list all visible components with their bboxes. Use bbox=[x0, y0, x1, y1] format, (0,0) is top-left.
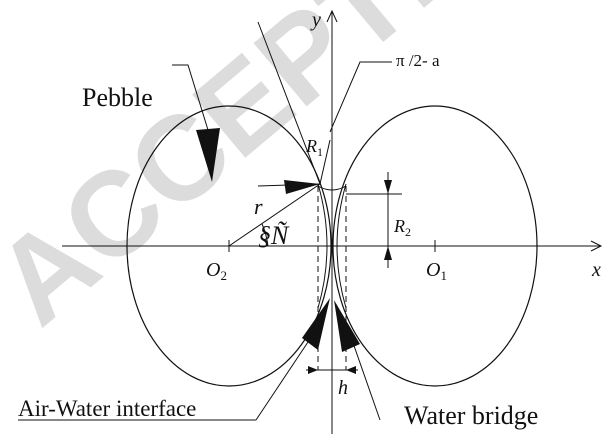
o1-label: O1 bbox=[426, 259, 447, 283]
pebbles bbox=[126, 105, 538, 387]
r1-label: R1 bbox=[305, 136, 323, 159]
angle-arc bbox=[261, 223, 269, 247]
left-pebble bbox=[126, 105, 332, 387]
y-axis-label: y bbox=[310, 9, 321, 31]
air-water-arrowhead bbox=[302, 298, 330, 350]
pointer-arrows bbox=[172, 64, 381, 421]
watermark-text: ACCEPTED MA bbox=[0, 0, 603, 350]
water-bridge-label: Water bridge bbox=[404, 401, 538, 430]
radius-line bbox=[228, 183, 321, 247]
r2-arrow-top bbox=[384, 180, 392, 194]
tangent-line bbox=[257, 21, 321, 185]
r-label: r bbox=[254, 194, 263, 219]
air-water-leader bbox=[255, 329, 317, 421]
air-water-label: Air-Water interface bbox=[18, 396, 196, 421]
x-axis-label: x bbox=[591, 259, 601, 281]
h-dimension bbox=[306, 366, 358, 374]
contact-arrowhead bbox=[284, 180, 320, 194]
theta-label: §Ñ bbox=[258, 221, 290, 250]
water-bridge-arrowhead bbox=[334, 300, 360, 352]
angle-leader bbox=[329, 61, 392, 133]
pebble-label: Pebble bbox=[82, 83, 153, 112]
watermark: ACCEPTED MA bbox=[0, 0, 603, 350]
meniscus-top-arc bbox=[317, 185, 347, 191]
right-pebble bbox=[332, 105, 538, 387]
pebble-arrowhead bbox=[196, 128, 220, 182]
r2-arrow-bottom bbox=[384, 246, 392, 260]
y-axis-arrow bbox=[326, 9, 338, 23]
r2-dimension bbox=[346, 172, 402, 268]
meniscus-left bbox=[317, 183, 328, 309]
h-label: h bbox=[338, 377, 348, 399]
o2-label: O2 bbox=[206, 259, 227, 283]
h-arrow-left bbox=[308, 366, 318, 374]
water-bridge-leader bbox=[351, 339, 381, 421]
o1-sub: 1 bbox=[440, 268, 447, 283]
r2-label: R2 bbox=[393, 216, 411, 239]
h-arrow-right bbox=[346, 366, 356, 374]
x-axis-arrow bbox=[590, 240, 603, 252]
r2-sub: 2 bbox=[405, 225, 411, 239]
o2-sub: 2 bbox=[220, 268, 227, 283]
center-ticks bbox=[228, 240, 436, 252]
r1-leader bbox=[319, 139, 331, 185]
labels: Pebble π /2- a y x R1 R2 r §Ñ O2 O1 h Ai… bbox=[18, 9, 601, 430]
meniscus-right bbox=[336, 183, 347, 309]
pebble-leader bbox=[172, 64, 209, 131]
geometry-lines bbox=[228, 21, 392, 247]
r1-sub: 1 bbox=[317, 145, 323, 159]
angle-label: π /2- a bbox=[396, 51, 440, 70]
svg-text:ACCEPTED MA: ACCEPTED MA bbox=[0, 0, 603, 350]
